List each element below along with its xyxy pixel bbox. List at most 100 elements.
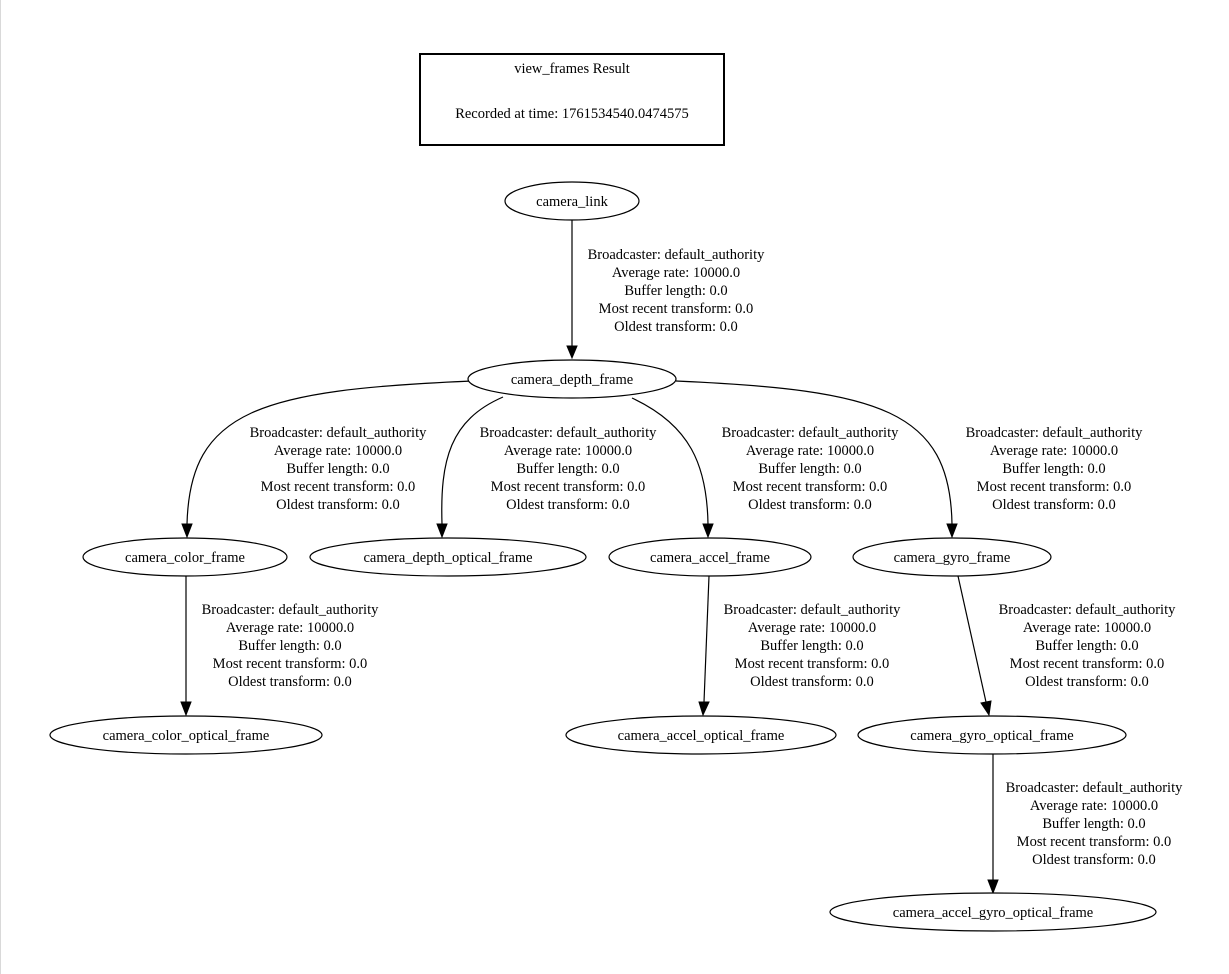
node-ellipse xyxy=(467,359,677,399)
edge-labels: Broadcaster: default_authority Average r… xyxy=(202,247,1184,868)
recent-text: Most recent transform: 0.0 xyxy=(733,479,888,495)
buffer-text: Buffer length: 0.0 xyxy=(1042,816,1145,832)
title-box xyxy=(419,53,725,146)
buffer-text: Buffer length: 0.0 xyxy=(516,461,619,477)
arrowhead-icon xyxy=(181,523,193,539)
broadcaster-text: Broadcaster: default_authority xyxy=(966,425,1144,441)
rate-text: Average rate: 10000.0 xyxy=(748,620,876,636)
broadcaster-text: Broadcaster: default_authority xyxy=(722,425,900,441)
oldest-text: Oldest transform: 0.0 xyxy=(992,497,1116,513)
broadcaster-text: Broadcaster: default_authority xyxy=(250,425,428,441)
node-label: camera_gyro_optical_frame xyxy=(910,728,1073,744)
edge-label-depth-to-gyro: Broadcaster: default_authority Average r… xyxy=(966,425,1144,513)
node-ellipse xyxy=(608,537,812,577)
oldest-text: Oldest transform: 0.0 xyxy=(750,674,874,690)
edge-depth-to-color-frame xyxy=(181,380,473,539)
node-camera-color-frame: camera_color_frame xyxy=(82,537,288,577)
node-camera-depth-optical-frame: camera_depth_optical_frame xyxy=(309,537,587,577)
recent-text: Most recent transform: 0.0 xyxy=(1017,834,1172,850)
broadcaster-text: Broadcaster: default_authority xyxy=(480,425,658,441)
edge-line xyxy=(186,380,473,525)
rate-text: Average rate: 10000.0 xyxy=(1030,798,1158,814)
oldest-text: Oldest transform: 0.0 xyxy=(748,497,872,513)
node-camera-gyro-optical-frame: camera_gyro_optical_frame xyxy=(857,715,1127,755)
node-label: camera_depth_optical_frame xyxy=(363,550,532,566)
nodes: camera_link camera_depth_frame camera_co… xyxy=(49,181,1157,932)
edge-line xyxy=(441,396,504,525)
edge-label-depth-to-color: Broadcaster: default_authority Average r… xyxy=(250,425,428,513)
node-label: camera_gyro_frame xyxy=(894,550,1011,566)
edge-label-color-to-color-optical: Broadcaster: default_authority Average r… xyxy=(202,602,380,690)
arrowhead-icon xyxy=(987,879,999,895)
node-camera-color-optical-frame: camera_color_optical_frame xyxy=(49,715,323,755)
arrowhead-icon xyxy=(946,523,958,539)
oldest-text: Oldest transform: 0.0 xyxy=(1025,674,1149,690)
edge-line xyxy=(703,575,710,703)
edge-gyro-optical-to-accel-gyro-optical-frame xyxy=(987,754,999,895)
node-label: camera_depth_frame xyxy=(511,372,633,388)
rate-text: Average rate: 10000.0 xyxy=(504,443,632,459)
arrowhead-icon xyxy=(980,700,992,717)
broadcaster-text: Broadcaster: default_authority xyxy=(999,602,1177,618)
diagram-title: view_frames Result xyxy=(514,61,630,77)
rate-text: Average rate: 10000.0 xyxy=(990,443,1118,459)
edge-label-depth-to-accel: Broadcaster: default_authority Average r… xyxy=(722,425,900,513)
oldest-text: Oldest transform: 0.0 xyxy=(1032,852,1156,868)
node-camera-accel-frame: camera_accel_frame xyxy=(608,537,812,577)
recent-text: Most recent transform: 0.0 xyxy=(213,656,368,672)
recent-text: Most recent transform: 0.0 xyxy=(599,301,754,317)
node-camera-accel-optical-frame: camera_accel_optical_frame xyxy=(565,715,837,755)
edge-camera-link-to-depth-frame xyxy=(566,220,578,360)
broadcaster-text: Broadcaster: default_authority xyxy=(588,247,766,263)
node-camera-accel-gyro-optical-frame: camera_accel_gyro_optical_frame xyxy=(829,892,1157,932)
edge-label-gyro-to-gyro-optical: Broadcaster: default_authority Average r… xyxy=(999,602,1177,690)
arrowhead-icon xyxy=(436,523,448,539)
edge-depth-to-accel-frame xyxy=(631,397,714,539)
node-label: camera_link xyxy=(536,194,608,210)
left-border-rule xyxy=(0,0,1,974)
broadcaster-text: Broadcaster: default_authority xyxy=(202,602,380,618)
edge-line xyxy=(675,380,953,525)
arrowhead-icon xyxy=(702,523,714,539)
buffer-text: Buffer length: 0.0 xyxy=(760,638,863,654)
rate-text: Average rate: 10000.0 xyxy=(1023,620,1151,636)
node-ellipse xyxy=(565,715,837,755)
buffer-text: Buffer length: 0.0 xyxy=(758,461,861,477)
edge-depth-to-gyro-frame xyxy=(675,380,958,539)
recent-text: Most recent transform: 0.0 xyxy=(977,479,1132,495)
arrowhead-icon xyxy=(566,345,578,360)
node-ellipse xyxy=(857,715,1127,755)
edge-label-link-to-depth: Broadcaster: default_authority Average r… xyxy=(588,247,766,335)
edges xyxy=(180,220,999,895)
oldest-text: Oldest transform: 0.0 xyxy=(276,497,400,513)
node-ellipse xyxy=(82,537,288,577)
broadcaster-text: Broadcaster: default_authority xyxy=(1006,780,1184,796)
oldest-text: Oldest transform: 0.0 xyxy=(614,319,738,335)
broadcaster-text: Broadcaster: default_authority xyxy=(724,602,902,618)
recent-text: Most recent transform: 0.0 xyxy=(261,479,416,495)
buffer-text: Buffer length: 0.0 xyxy=(238,638,341,654)
edge-label-accel-to-accel-optical: Broadcaster: default_authority Average r… xyxy=(724,602,902,690)
node-label: camera_color_optical_frame xyxy=(103,728,270,744)
edge-gyro-to-gyro-optical-frame xyxy=(957,575,992,717)
node-camera-gyro-frame: camera_gyro_frame xyxy=(852,537,1052,577)
node-ellipse xyxy=(829,892,1157,932)
edge-label-gyro-optical-to-accel-gyro-optical: Broadcaster: default_authority Average r… xyxy=(1006,780,1184,868)
edge-color-to-color-optical-frame xyxy=(180,576,192,717)
rate-text: Average rate: 10000.0 xyxy=(612,265,740,281)
rate-text: Average rate: 10000.0 xyxy=(746,443,874,459)
node-ellipse xyxy=(309,537,587,577)
rate-text: Average rate: 10000.0 xyxy=(226,620,354,636)
edge-line xyxy=(631,397,709,525)
arrowhead-icon xyxy=(180,701,192,717)
node-label: camera_accel_frame xyxy=(650,550,770,566)
recorded-time: Recorded at time: 1761534540.0474575 xyxy=(455,106,689,122)
buffer-text: Buffer length: 0.0 xyxy=(286,461,389,477)
edge-depth-to-depth-optical-frame xyxy=(436,396,504,539)
recent-text: Most recent transform: 0.0 xyxy=(735,656,890,672)
edge-accel-to-accel-optical-frame xyxy=(698,575,710,717)
recent-text: Most recent transform: 0.0 xyxy=(491,479,646,495)
node-label: camera_accel_optical_frame xyxy=(618,728,785,744)
buffer-text: Buffer length: 0.0 xyxy=(1002,461,1105,477)
